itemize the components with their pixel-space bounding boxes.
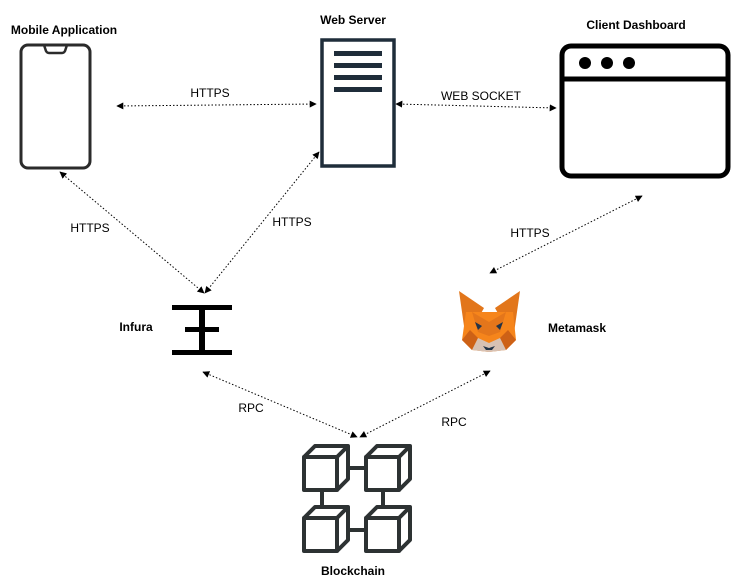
connector-mobile-infura: HTTPS bbox=[59, 171, 205, 294]
connector-webserver-infura: HTTPS bbox=[204, 151, 320, 294]
client-dashboard-label: Client Dashboard bbox=[586, 18, 685, 32]
node-web-server: Web Server bbox=[320, 13, 396, 168]
node-metamask: Metamask bbox=[459, 291, 606, 352]
edge-label-metamask-blockchain: RPC bbox=[441, 415, 467, 429]
connector-infura-blockchain: RPC bbox=[202, 371, 358, 438]
blockchain-label: Blockchain bbox=[321, 564, 385, 578]
edge-label-webserver-infura: HTTPS bbox=[272, 215, 311, 229]
infura-logo-icon bbox=[172, 305, 232, 355]
blockchain-cubes-icon bbox=[302, 444, 412, 553]
connector-mobile-webserver: HTTPS bbox=[116, 86, 317, 110]
web-server-label: Web Server bbox=[320, 13, 386, 27]
edge-label-dashboard-metamask: HTTPS bbox=[510, 226, 549, 240]
mobile-application-label: Mobile Application bbox=[11, 23, 117, 37]
connector-metamask-blockchain: RPC bbox=[359, 370, 491, 438]
edge-label-mobile-infura: HTTPS bbox=[70, 221, 109, 235]
node-infura: Infura bbox=[119, 305, 232, 355]
mobile-phone-icon bbox=[19, 43, 92, 170]
infura-label: Infura bbox=[119, 320, 153, 334]
metamask-label: Metamask bbox=[548, 321, 606, 335]
connector-dashboard-metamask: HTTPS bbox=[489, 195, 643, 274]
node-client-dashboard: Client Dashboard bbox=[559, 18, 731, 179]
edge-label-infura-blockchain: RPC bbox=[238, 401, 264, 415]
connector-webserver-dashboard: WEB SOCKET bbox=[395, 89, 557, 112]
node-blockchain: Blockchain bbox=[302, 444, 412, 578]
server-icon bbox=[320, 38, 396, 168]
metamask-fox-icon bbox=[459, 291, 520, 352]
node-mobile-application: Mobile Application bbox=[11, 23, 117, 170]
edge-label-mobile-webserver: HTTPS bbox=[190, 86, 229, 100]
edge-label-webserver-dashboard: WEB SOCKET bbox=[441, 89, 522, 103]
browser-window-icon bbox=[559, 43, 731, 179]
